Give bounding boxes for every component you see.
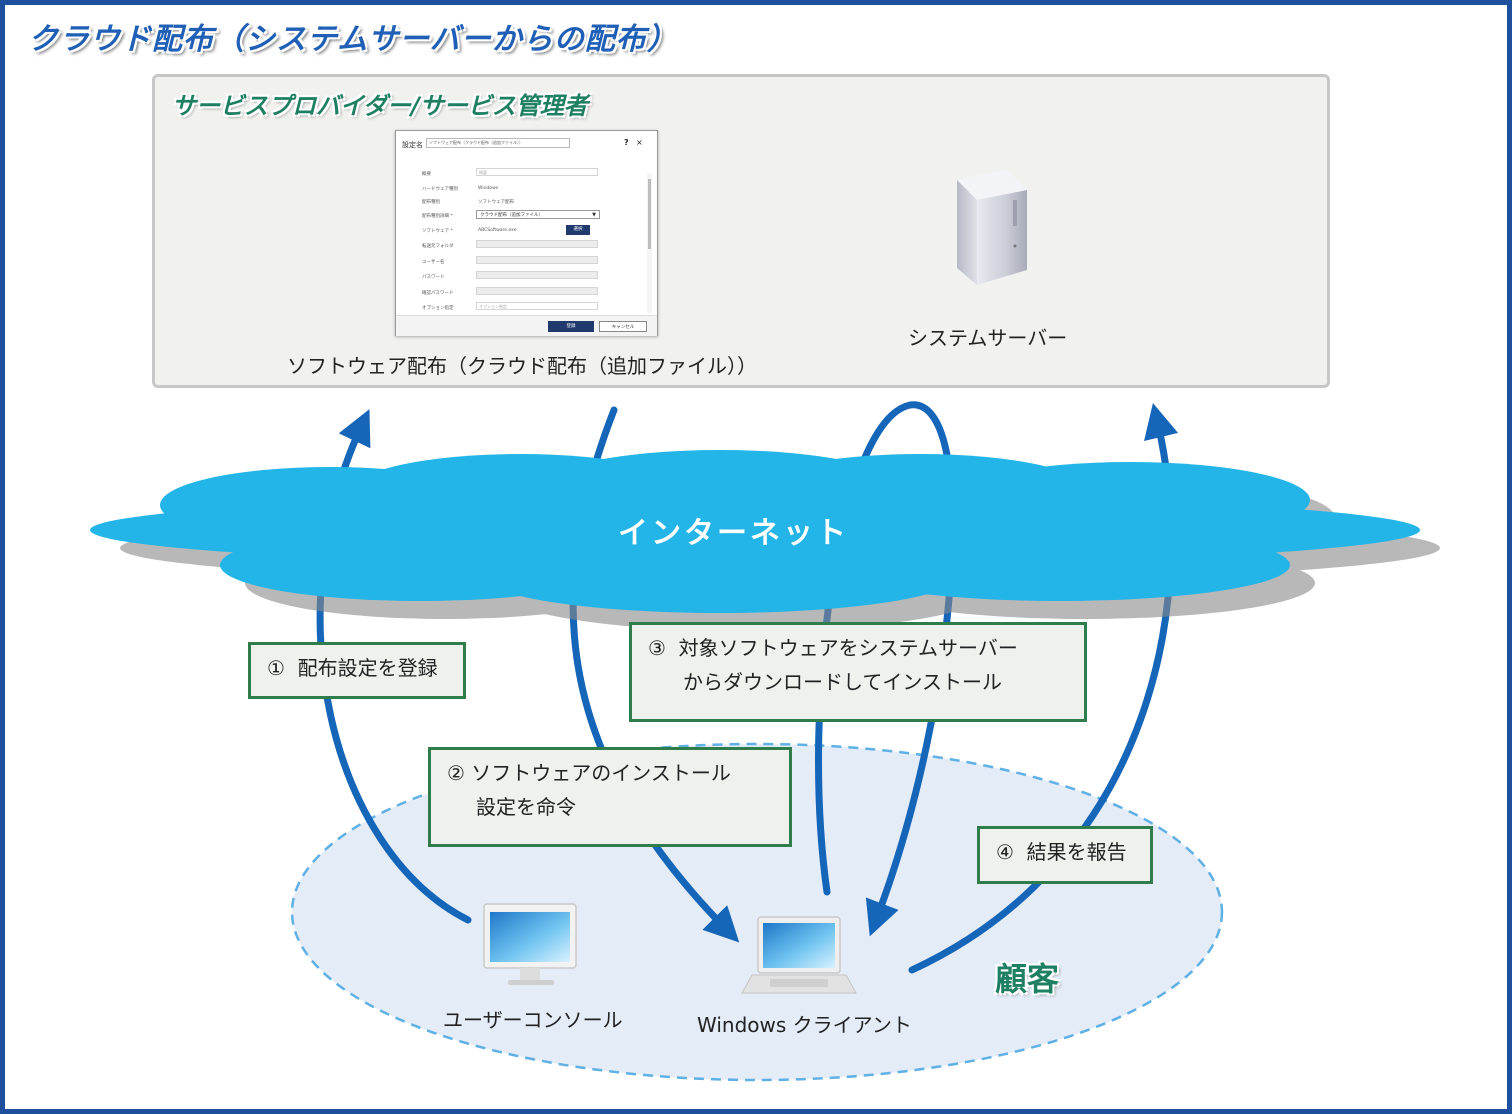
dialog-scrollbar <box>647 173 652 313</box>
step-4-number: ④ <box>996 840 1014 864</box>
step-1-box: ① 配布設定を登録 <box>248 642 466 699</box>
username-field <box>476 256 598 264</box>
settings-dialog: 設定名 ソフトウェア配布（クラウド配布（追加ファイル）） ? × 概要 概要 ハ… <box>395 130 658 336</box>
dialog-caption: ソフトウェア配布（クラウド配布（追加ファイル）） <box>287 354 757 378</box>
dist-type-value: ソフトウェア配布 <box>478 200 514 205</box>
row-label-dist-detail: 配布種別詳細 * <box>422 214 453 219</box>
row-label-summary: 概要 <box>422 172 431 177</box>
main-title: クラウド配布（システムサーバーからの配布） <box>28 22 678 57</box>
source-folder-field <box>476 240 598 248</box>
help-icon: ? <box>624 138 629 147</box>
customer-label: 顧客 <box>995 960 1060 998</box>
step-3-line1: 対象ソフトウェアをシステムサーバー <box>678 636 1018 660</box>
row-label-source-folder: 転送元フォルダ <box>422 244 454 249</box>
chevron-down-icon: ▼ <box>592 212 596 218</box>
row-label-options: オプション指定 <box>422 306 454 311</box>
row-label-confirm-password: 確認パスワード <box>422 291 454 296</box>
row-label-password: パスワード <box>422 275 445 280</box>
laptop-icon <box>741 916 857 994</box>
step-2-line2: 設定を命令 <box>476 795 576 819</box>
row-label-username: ユーザー名 <box>422 260 445 265</box>
hardware-value: Windows <box>478 186 499 191</box>
software-value: ABCSoftware.exe <box>478 228 517 233</box>
cancel-button: キャンセル <box>599 321 647 332</box>
step-4-box: ④ 結果を報告 <box>977 826 1153 884</box>
select-button: 選択 <box>566 225 590 235</box>
server-caption: システムサーバー <box>908 326 1068 350</box>
step-1-number: ① <box>267 656 285 680</box>
password-field <box>476 271 598 279</box>
close-icon: × <box>636 138 643 147</box>
dist-detail-select: クラウド配布（追加ファイル） ▼ <box>476 210 600 219</box>
server-icon <box>957 170 1027 285</box>
register-button: 登録 <box>548 321 594 332</box>
scrollbar-thumb <box>648 179 651 249</box>
row-label-dist-type: 配布種別 <box>422 200 440 205</box>
dialog-name-field: ソフトウェア配布（クラウド配布（追加ファイル）） <box>426 138 570 148</box>
provider-title: サービスプロバイダー/サービス管理者 <box>172 92 588 120</box>
step-2-line1: ソフトウェアのインストール <box>471 761 731 785</box>
dialog-header-label: 設定名 <box>402 141 423 149</box>
step-3-box: ③ 対象ソフトウェアをシステムサーバー からダウンロードしてインストール <box>629 622 1087 722</box>
step-2-box: ② ソフトウェアのインストール 設定を命令 <box>428 747 792 847</box>
desktop-monitor-icon <box>483 903 577 985</box>
row-label-software: ソフトウェア * <box>422 229 453 234</box>
confirm-password-field <box>476 287 598 295</box>
options-field: オプション指定 <box>476 302 598 310</box>
step-1-text: 配布設定を登録 <box>297 656 438 680</box>
console-caption: ユーザーコンソール <box>443 1008 623 1032</box>
internet-label: インターネット <box>618 516 849 551</box>
dist-detail-value: クラウド配布（追加ファイル） <box>480 213 543 218</box>
step-3-number: ③ <box>648 636 666 660</box>
row-label-hardware: ハードウェア種別 <box>422 187 458 192</box>
client-caption: Windows クライアント <box>697 1013 912 1037</box>
internet-cloud <box>90 450 1440 631</box>
step-3-line2: からダウンロードしてインストール <box>683 670 1002 694</box>
provider-panel <box>152 74 1330 388</box>
step-2-number: ② <box>447 761 465 785</box>
step-4-text: 結果を報告 <box>1026 840 1127 864</box>
summary-field: 概要 <box>476 168 598 176</box>
